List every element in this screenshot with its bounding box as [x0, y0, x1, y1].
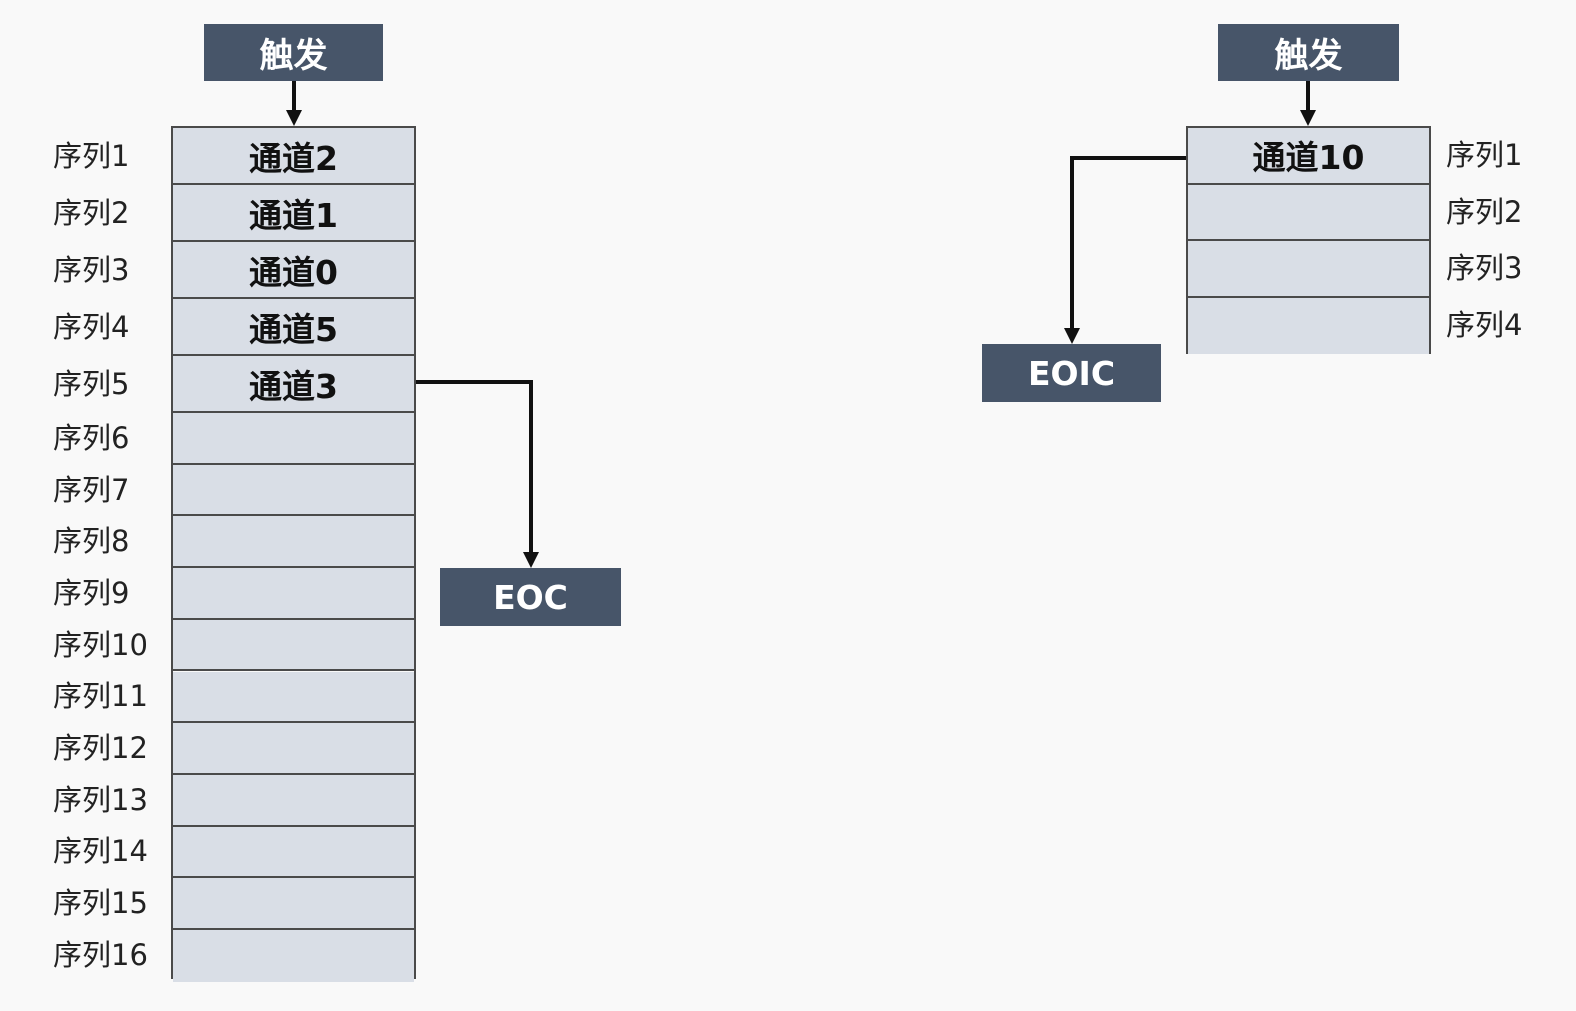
- sequence-label: 序列2: [1446, 194, 1523, 229]
- right-trigger-arrow: [1300, 81, 1316, 126]
- left-eoc-label: EOC: [493, 577, 568, 617]
- sequence-label: 序列4: [1446, 307, 1523, 342]
- left-trigger-box: 触发: [204, 24, 383, 81]
- register-cell: 通道2: [173, 128, 414, 185]
- right-sequence-register: 通道10: [1186, 126, 1431, 354]
- sequence-label: 序列8: [53, 524, 130, 559]
- sequence-label: 序列13: [53, 782, 148, 817]
- sequence-label: 序列1: [1446, 138, 1523, 173]
- register-cell: [1188, 184, 1429, 241]
- right-eoic-box: EOIC: [982, 344, 1161, 402]
- register-cell: [173, 723, 414, 775]
- sequence-label: 序列1: [53, 138, 130, 173]
- left-eoc-box: EOC: [440, 568, 621, 626]
- right-eoic-arrow: [1064, 156, 1186, 344]
- right-eoic-label: EOIC: [1027, 353, 1116, 393]
- register-cell: [173, 413, 414, 465]
- sequence-label: 序列3: [1446, 251, 1523, 286]
- left-eoc-arrow: [416, 380, 539, 568]
- register-cell: 通道1: [173, 185, 414, 242]
- right-trigger-label: 触发: [1274, 36, 1343, 76]
- left-trigger-arrow: [286, 81, 302, 126]
- sequence-label: 序列2: [53, 195, 130, 230]
- sequence-label: 序列11: [53, 679, 148, 714]
- register-cell: 通道10: [1188, 128, 1429, 185]
- register-cell: [173, 930, 414, 982]
- register-cell: 通道0: [173, 242, 414, 299]
- sequence-label: 序列7: [53, 472, 130, 507]
- register-cell: [173, 464, 414, 517]
- register-cell: 通道3: [173, 356, 414, 413]
- register-cell: [173, 671, 414, 724]
- register-cell: [173, 619, 414, 672]
- sequence-label: 序列6: [53, 420, 130, 455]
- left-trigger-label: 触发: [259, 36, 328, 76]
- sequence-label: 序列10: [53, 627, 148, 662]
- register-cell: [173, 516, 414, 569]
- register-cell: [173, 774, 414, 827]
- sequence-label: 序列15: [53, 886, 148, 921]
- sequence-label: 序列9: [53, 575, 130, 610]
- register-cell: [1188, 297, 1429, 354]
- sequence-label: 序列14: [53, 834, 148, 869]
- register-cell: 通道5: [173, 299, 414, 356]
- register-cell: [173, 826, 414, 879]
- register-cell: [173, 568, 414, 620]
- sequence-label: 序列3: [53, 252, 130, 287]
- register-cell: [173, 878, 414, 930]
- sequence-label: 序列16: [53, 937, 148, 972]
- sequence-label: 序列12: [53, 731, 148, 766]
- sequence-label: 序列5: [53, 366, 130, 401]
- sequence-label: 序列4: [53, 309, 130, 344]
- right-trigger-box: 触发: [1218, 24, 1399, 81]
- register-cell: [1188, 241, 1429, 298]
